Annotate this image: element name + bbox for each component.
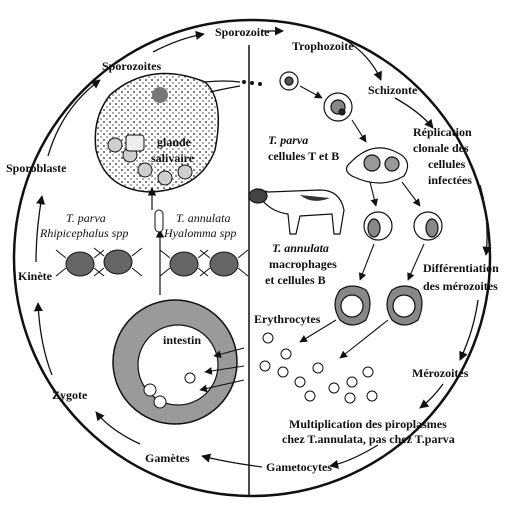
label-merozoites: Mérozoites (412, 366, 469, 380)
label-glande-2: salivaire (151, 151, 195, 165)
label-gametocytes: Gametocytes (266, 460, 332, 474)
label-tparva-cells-1: T. parva (268, 133, 308, 147)
label-intestin: intestin (163, 333, 201, 347)
label-sporoblaste: Sporoblaste (6, 161, 67, 175)
label-tannulata-tick-1: T. annulata (176, 211, 230, 225)
label-trophozoite: Trophozoite (292, 39, 354, 53)
label-tannulata-cells-2: macrophages (269, 257, 337, 271)
label-tannulata-cells-3: et cellules B (265, 273, 326, 287)
salivary-gland (95, 74, 240, 192)
label-kinete: Kinète (18, 269, 53, 283)
erythrocytes (260, 333, 377, 403)
cow-icon (249, 189, 344, 234)
label-tparva-tick-2: Rhipicephalus spp (39, 226, 128, 240)
label-sporozoite-top: Sporozoite (215, 25, 270, 39)
label-multiplication-1: Multiplication des piroplasmes (289, 417, 447, 431)
label-replication-1: Réplication (413, 125, 472, 139)
label-erythrocytes: Erythrocytes (254, 312, 321, 326)
label-differentiation-2: des mérozoites (423, 279, 498, 293)
label-tannulata-tick-2: Hyalomma spp (163, 226, 236, 240)
label-glande-1: glande (157, 135, 192, 149)
sporozoite-stream (242, 80, 262, 86)
label-sporozoites: Sporozoites (102, 59, 161, 73)
label-differentiation-1: Différentiation (423, 261, 499, 275)
label-schizonte: Schizonte (368, 83, 418, 97)
label-tparva-cells-2: cellules T et B (268, 149, 339, 163)
label-replication-3: cellules (428, 157, 466, 171)
tick-intestine (113, 300, 237, 424)
label-replication-2: clonale des (413, 141, 469, 155)
label-gametes: Gamètes (145, 451, 190, 465)
label-tparva-tick-1: T. parva (66, 211, 106, 225)
label-tannulata-cells-1: T. annulata (272, 241, 329, 255)
cycle-arrows (36, 31, 487, 467)
label-replication-4: infectées (428, 173, 472, 187)
label-zygote: Zygote (52, 388, 88, 402)
tick-icons (56, 248, 248, 276)
label-multiplication-2: chez T.annulata, pas chez T.parva (282, 432, 455, 446)
